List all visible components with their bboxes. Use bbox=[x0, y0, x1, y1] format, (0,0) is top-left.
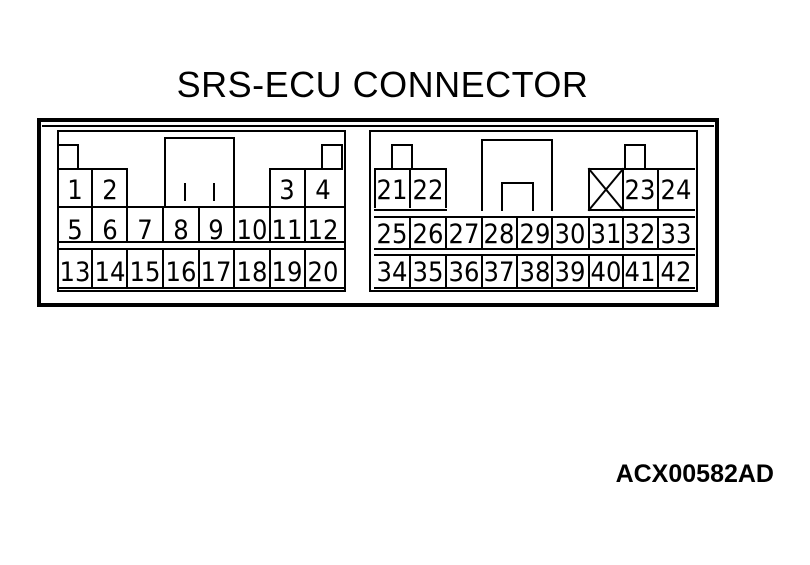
right-latch-left bbox=[391, 144, 413, 170]
pin-15: 15 bbox=[130, 257, 161, 288]
pin-33: 33 bbox=[661, 219, 692, 250]
pin-3: 3 bbox=[279, 175, 294, 206]
pin-2: 2 bbox=[102, 175, 117, 206]
pin-22: 22 bbox=[413, 175, 444, 206]
pin-4: 4 bbox=[315, 175, 330, 206]
pin-36: 36 bbox=[449, 257, 480, 288]
pin-35: 35 bbox=[413, 257, 444, 288]
pin-13: 13 bbox=[60, 257, 91, 288]
pin-39: 39 bbox=[555, 257, 586, 288]
right-key-slot bbox=[481, 139, 553, 211]
pin-11: 11 bbox=[272, 215, 303, 246]
pin-8: 8 bbox=[173, 215, 188, 246]
pin-29: 29 bbox=[520, 219, 551, 250]
pin-30: 30 bbox=[555, 219, 586, 250]
pin-5: 5 bbox=[67, 215, 82, 246]
pin-42: 42 bbox=[661, 257, 692, 288]
figure-code: ACX00582AD bbox=[615, 460, 774, 488]
pin-14: 14 bbox=[95, 257, 126, 288]
pin-20: 20 bbox=[308, 257, 339, 288]
left-block-outline bbox=[57, 130, 346, 292]
pin-37: 37 bbox=[484, 257, 515, 288]
pin-1: 1 bbox=[67, 175, 82, 206]
pin-32: 32 bbox=[625, 219, 656, 250]
left-latch-left bbox=[57, 144, 79, 170]
right-latch-right bbox=[624, 144, 646, 170]
left-key-slot bbox=[164, 137, 235, 208]
pin-6: 6 bbox=[102, 215, 117, 246]
pin-16: 16 bbox=[166, 257, 197, 288]
pin-25: 25 bbox=[377, 219, 408, 250]
pin-40: 40 bbox=[591, 257, 622, 288]
pin-18: 18 bbox=[237, 257, 268, 288]
pin-12: 12 bbox=[308, 215, 339, 246]
pin-19: 19 bbox=[272, 257, 303, 288]
pin-27: 27 bbox=[449, 219, 480, 250]
connector-housing bbox=[37, 118, 719, 307]
pin-24: 24 bbox=[661, 175, 692, 206]
pin-31: 31 bbox=[591, 219, 622, 250]
pin-34: 34 bbox=[377, 257, 408, 288]
pin-7: 7 bbox=[137, 215, 152, 246]
pin-41: 41 bbox=[625, 257, 656, 288]
pin-38: 38 bbox=[520, 257, 551, 288]
pin-17: 17 bbox=[201, 257, 232, 288]
pin-9: 9 bbox=[208, 215, 223, 246]
pin-23: 23 bbox=[625, 175, 656, 206]
pin-10: 10 bbox=[237, 215, 268, 246]
page-title: SRS-ECU CONNECTOR bbox=[176, 64, 589, 105]
right-block-outline bbox=[369, 130, 698, 292]
pin-28: 28 bbox=[484, 219, 515, 250]
left-latch-right bbox=[321, 144, 343, 170]
pin-21: 21 bbox=[377, 175, 408, 206]
pin-26: 26 bbox=[413, 219, 444, 250]
